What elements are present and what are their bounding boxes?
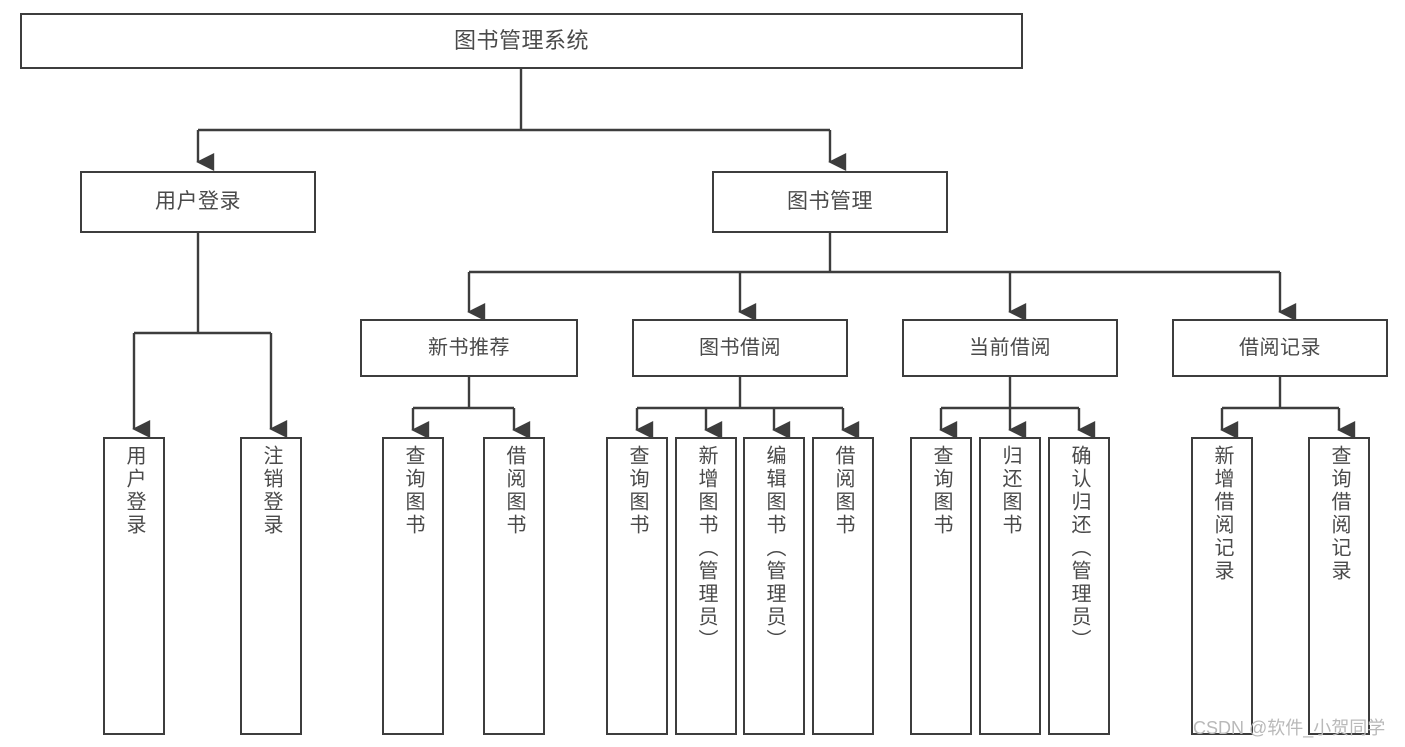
- node-label: 用户登录: [123, 445, 145, 537]
- node-label: 图书借阅: [699, 336, 781, 359]
- node-label: 新书推荐: [428, 336, 510, 359]
- node-label: 归还图书: [999, 445, 1021, 537]
- node-label: 查询借阅记录: [1328, 445, 1350, 583]
- node-book-management[interactable]: 图书管理: [712, 171, 948, 233]
- node-label: 新增图书（管理员）: [695, 445, 717, 652]
- node-label: 编辑图书（管理员）: [763, 445, 785, 652]
- node-label: 借阅图书: [832, 445, 854, 537]
- leaf-borrow-record-query[interactable]: 查询借阅记录: [1308, 437, 1370, 735]
- leaf-book-borrow-lend[interactable]: 借阅图书: [812, 437, 874, 735]
- node-label: 查询图书: [626, 445, 648, 537]
- node-label: 查询图书: [402, 445, 424, 537]
- node-label: 当前借阅: [969, 336, 1051, 359]
- leaf-user-login-signout[interactable]: 注销登录: [240, 437, 302, 735]
- node-user-login[interactable]: 用户登录: [80, 171, 316, 233]
- node-new-book-recommend[interactable]: 新书推荐: [360, 319, 578, 377]
- leaf-book-borrow-query[interactable]: 查询图书: [606, 437, 668, 735]
- leaf-current-borrow-confirm-return[interactable]: 确认归还（管理员）: [1048, 437, 1110, 735]
- leaf-book-borrow-add[interactable]: 新增图书（管理员）: [675, 437, 737, 735]
- watermark: CSDN @软件_小贺同学: [1193, 718, 1386, 738]
- node-borrow-record[interactable]: 借阅记录: [1172, 319, 1388, 377]
- leaf-book-borrow-edit[interactable]: 编辑图书（管理员）: [743, 437, 805, 735]
- node-label: 用户登录: [155, 189, 241, 213]
- leaf-user-login-signin[interactable]: 用户登录: [103, 437, 165, 735]
- leaf-current-borrow-return[interactable]: 归还图书: [979, 437, 1041, 735]
- node-label: 新增借阅记录: [1211, 445, 1233, 583]
- node-label: 确认归还（管理员）: [1068, 445, 1090, 652]
- leaf-new-book-borrow[interactable]: 借阅图书: [483, 437, 545, 735]
- leaf-new-book-query[interactable]: 查询图书: [382, 437, 444, 735]
- node-label: 注销登录: [260, 445, 282, 537]
- leaf-borrow-record-add[interactable]: 新增借阅记录: [1191, 437, 1253, 735]
- node-label: 借阅图书: [503, 445, 525, 537]
- node-current-borrow[interactable]: 当前借阅: [902, 319, 1118, 377]
- node-root-system[interactable]: 图书管理系统: [20, 13, 1023, 69]
- node-label: 图书管理: [787, 189, 873, 213]
- node-label: 图书管理系统: [453, 28, 589, 54]
- leaf-current-borrow-query[interactable]: 查询图书: [910, 437, 972, 735]
- node-label: 查询图书: [930, 445, 952, 537]
- node-label: 借阅记录: [1239, 336, 1321, 359]
- node-book-borrow[interactable]: 图书借阅: [632, 319, 848, 377]
